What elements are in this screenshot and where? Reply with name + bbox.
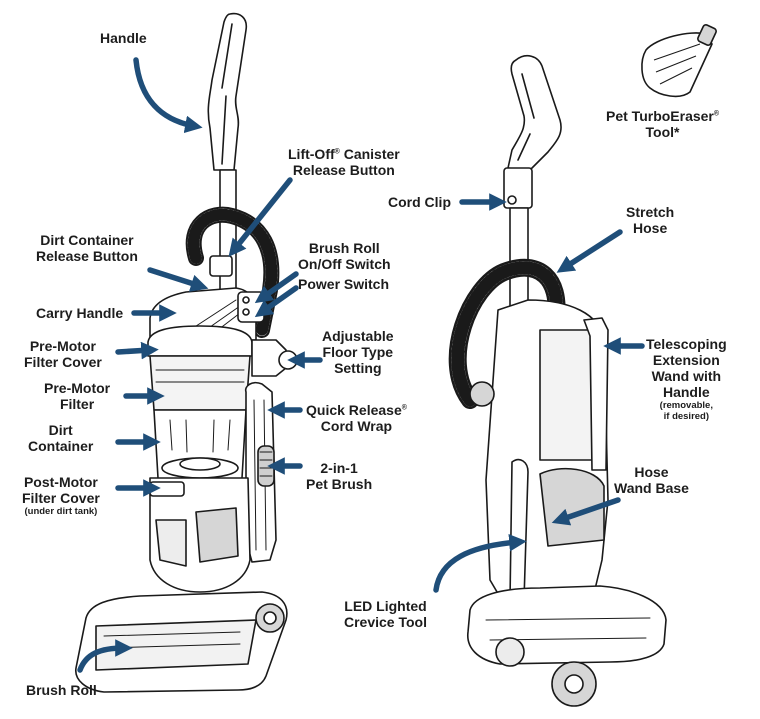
label-liftoff-canister: Lift-Off® Canister Release Button: [288, 146, 400, 178]
arrow-hose-base: [551, 497, 621, 526]
label-adjustable-line1: Adjustable: [322, 328, 394, 344]
label-carry-handle: Carry Handle: [36, 305, 123, 321]
label-pet-tool-line2: Tool*: [645, 124, 680, 140]
label-postmotor-line1: Post-Motor: [23, 474, 98, 490]
telescoping-wand-shape: [583, 317, 609, 471]
back-wand: [509, 207, 529, 309]
arrow-stretch-hose: [556, 229, 623, 273]
label-premotor-cover: Pre-Motor Filter Cover: [24, 338, 102, 370]
premotor-filter-shape: [149, 355, 251, 411]
handle-grip-inner: [221, 23, 233, 165]
pet-turboeraser-word: Pet TurboEraser: [606, 108, 714, 124]
handle-grip: [207, 12, 248, 171]
label-hose-base-line1: Hose: [634, 464, 669, 480]
label-telescoping-line3: Wand with: [651, 368, 722, 384]
label-telescoping-note1: (removable,: [659, 400, 713, 411]
label-telescoping-note2: if desired): [663, 411, 710, 422]
label-stretch-hose: Stretch Hose: [626, 204, 674, 236]
label-premotor-filter-line2: Filter: [59, 396, 95, 412]
arrow-premotor-cover: [115, 341, 159, 360]
back-view-vacuum: [448, 54, 667, 707]
label-quick-release-line1: Quick Release®: [306, 402, 407, 418]
arrow-dirt-release: [147, 267, 209, 292]
liftoff-word: Lift-Off: [288, 146, 335, 162]
label-brush-roll-text: Brush Roll: [26, 682, 97, 698]
label-premotor-cover-line1: Pre-Motor: [29, 338, 96, 354]
label-led-crevice-tool: LED Lighted Crevice Tool: [344, 598, 427, 630]
label-pet-tool-line1: Pet TurboEraser®: [606, 108, 719, 124]
label-power-switch-text: Power Switch: [298, 276, 390, 292]
label-quick-release: Quick Release® Cord Wrap: [306, 402, 407, 434]
label-brush-roll: Brush Roll: [26, 682, 97, 698]
side-knob: [469, 381, 495, 407]
label-dirt-container-line1: Dirt: [48, 422, 73, 438]
label-dirt-container-line2: Container: [28, 438, 94, 454]
registered-mark: ®: [334, 148, 340, 156]
label-hose-base-line2: Wand Base: [614, 480, 689, 496]
label-liftoff-line2: Release Button: [292, 162, 395, 178]
label-telescoping-line1: Telescoping: [646, 336, 727, 352]
label-hose-wand-base: Hose Wand Base: [614, 464, 689, 496]
canister-release-button-shape: [209, 255, 233, 277]
premotor-cover-shape: [147, 325, 253, 357]
front-view-vacuum: [75, 12, 298, 693]
label-premotor-filter: Pre-Motor Filter: [44, 380, 110, 412]
label-adjustable-floor: Adjustable Floor Type Setting: [322, 328, 394, 376]
label-dirt-release-line2: Release Button: [36, 248, 138, 264]
canister-word: Canister: [339, 146, 400, 162]
label-pet-turboeraser: Pet TurboEraser® Tool*: [606, 108, 719, 140]
label-brushroll-switch: Brush Roll On/Off Switch: [298, 240, 391, 272]
arrow-power-switch: [254, 285, 299, 318]
label-led-line1: LED Lighted: [344, 598, 427, 614]
label-adjustable-line3: Setting: [334, 360, 382, 376]
label-handle: Handle: [100, 30, 147, 46]
label-dirt-container-release: Dirt Container Release Button: [36, 232, 138, 264]
label-premotor-filter-line1: Pre-Motor: [44, 380, 111, 396]
registered-mark: ®: [401, 404, 407, 412]
label-telescoping-wand: Telescoping Extension Wand with Handle (…: [646, 336, 727, 422]
label-dirt-container: Dirt Container: [28, 422, 93, 454]
label-brushroll-switch-line1: Brush Roll: [308, 240, 380, 256]
arrow-brushroll-switch: [254, 271, 299, 304]
label-cord-clip-text: Cord Clip: [388, 194, 451, 210]
label-handle-text: Handle: [100, 30, 147, 46]
callout-arrows: [77, 57, 645, 673]
back-handle-grip: [507, 54, 562, 171]
label-led-line2: Crevice Tool: [344, 614, 427, 630]
hose-wand-base-shape: [539, 467, 605, 547]
label-pet-brush-line2: Pet Brush: [306, 476, 373, 492]
label-cord-clip: Cord Clip: [388, 194, 451, 210]
label-postmotor-note: (under dirt tank): [24, 506, 98, 517]
pet-turboeraser-tool: [641, 24, 717, 98]
label-telescoping-line4: Handle: [662, 384, 710, 400]
label-stretch-hose-line1: Stretch: [626, 204, 675, 220]
registered-mark: ®: [713, 110, 720, 118]
arrow-brush-roll: [77, 639, 133, 673]
quick-release-word: Quick Release: [306, 402, 402, 418]
label-carry-handle-text: Carry Handle: [36, 305, 124, 321]
label-dirt-release-line1: Dirt Container: [40, 232, 134, 248]
label-postmotor-line2: Filter Cover: [22, 490, 100, 506]
label-telescoping-line2: Extension: [652, 352, 720, 368]
label-stretch-hose-line2: Hose: [633, 220, 668, 236]
label-pet-brush: 2-in-1 Pet Brush: [306, 460, 372, 492]
arrow-canister: [228, 177, 293, 257]
arrow-handle: [133, 57, 203, 134]
label-liftoff-line1: Lift-Off® Canister: [288, 146, 400, 162]
post-motor-cover-shape: [149, 481, 185, 497]
label-brushroll-switch-line2: On/Off Switch: [298, 256, 391, 272]
label-adjustable-line2: Floor Type: [322, 344, 394, 360]
label-power-switch: Power Switch: [298, 276, 389, 292]
arrow-led: [433, 533, 527, 593]
label-postmotor-cover: Post-Motor Filter Cover (under dirt tank…: [22, 474, 100, 517]
label-premotor-cover-line2: Filter Cover: [24, 354, 102, 370]
label-pet-brush-line1: 2-in-1: [320, 460, 358, 476]
label-quick-release-line2: Cord Wrap: [320, 418, 393, 434]
